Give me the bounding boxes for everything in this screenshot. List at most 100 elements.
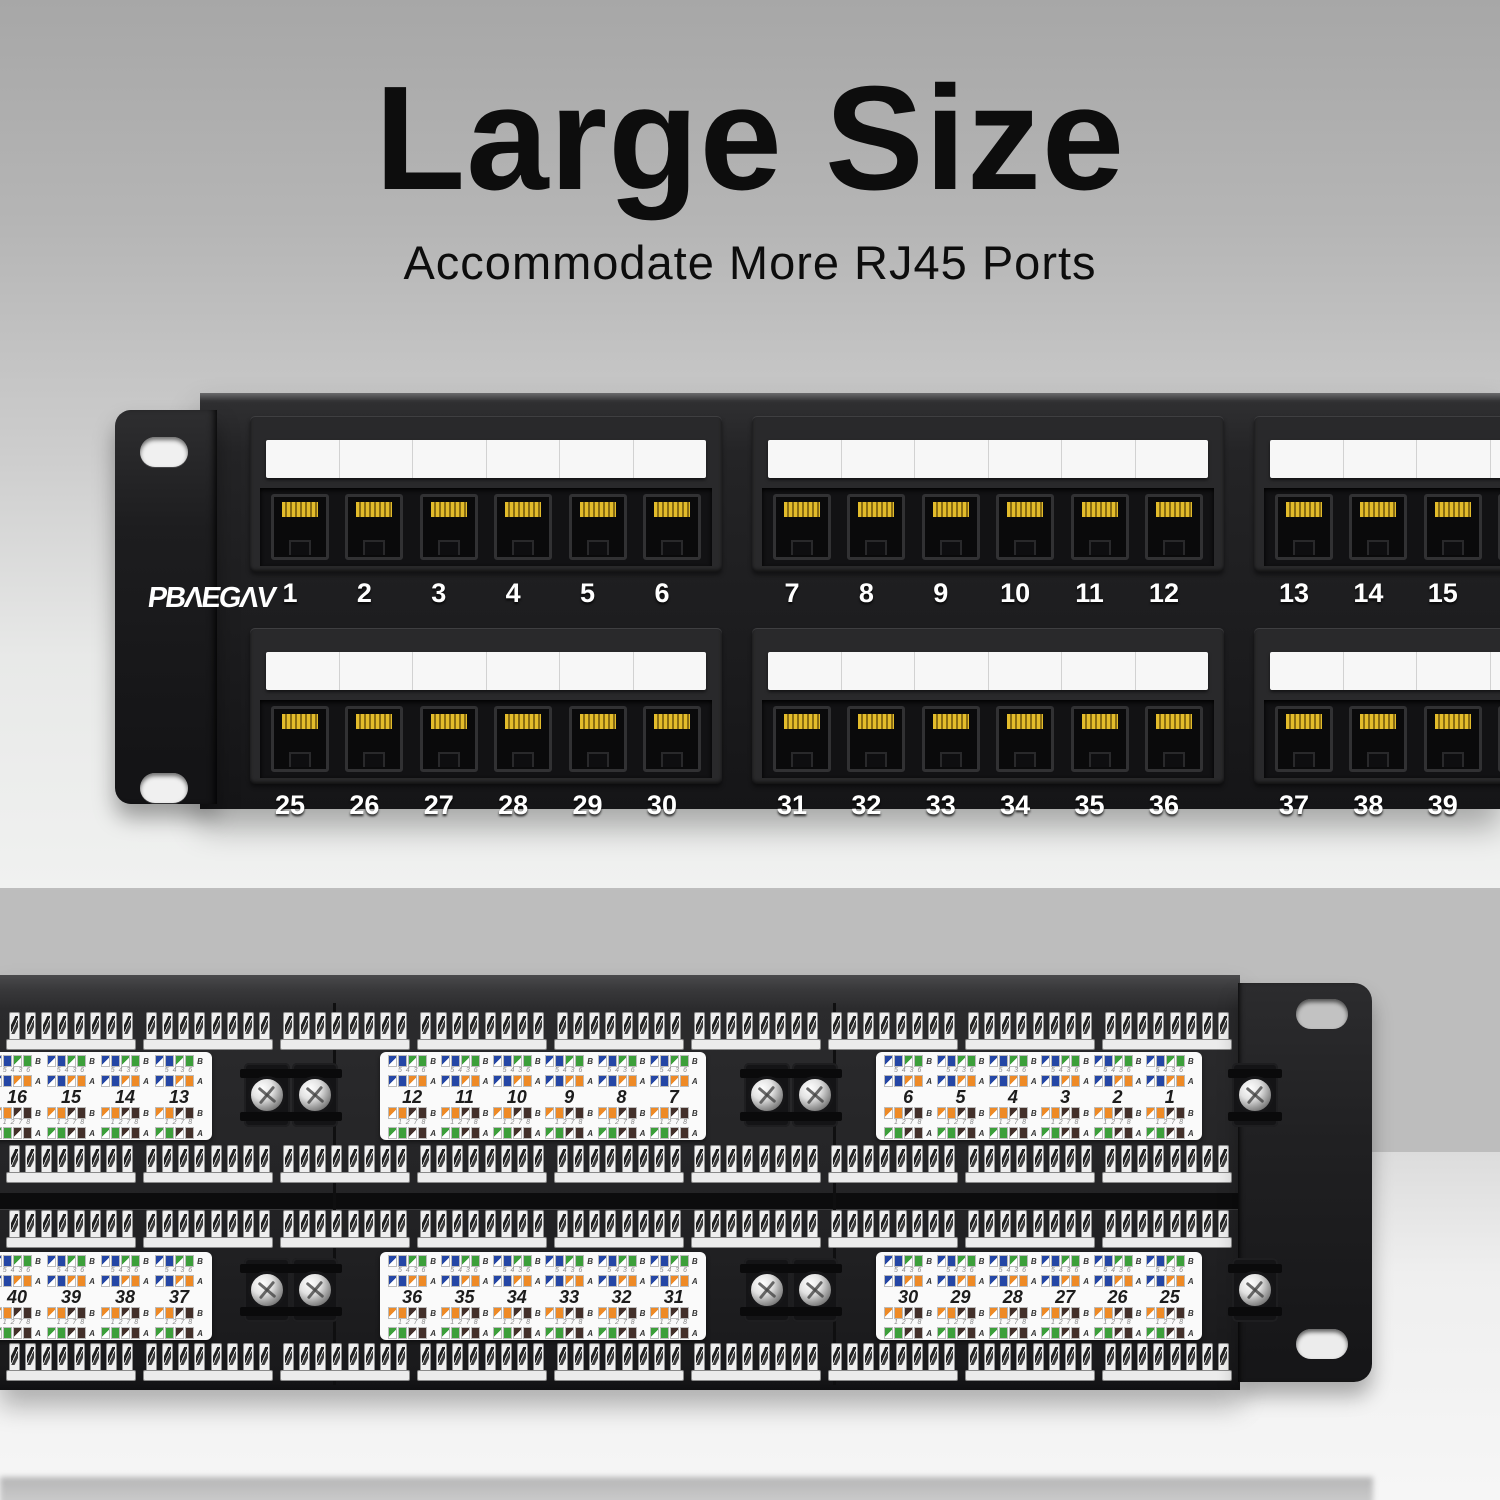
- wire-color-swatch: [131, 1127, 141, 1139]
- wire-color-swatch: [111, 1055, 121, 1067]
- idc-contact: [1105, 1145, 1116, 1173]
- wire-color-swatch: [121, 1127, 131, 1139]
- label-segment: [413, 440, 487, 478]
- idc-contact: [194, 1145, 206, 1173]
- punchdown-block: [1102, 1145, 1232, 1183]
- idc-contact: [1185, 1145, 1197, 1173]
- wiring-scheme-letter: B: [143, 1256, 149, 1266]
- label-segment: [266, 440, 340, 478]
- wire-color-swatch: [669, 1327, 679, 1339]
- port-number: 7: [784, 577, 800, 608]
- wiring-scheme-letter: B: [430, 1256, 437, 1266]
- wire-color-swatch: [1175, 1127, 1185, 1139]
- pin-numbers: 5 4 3 6: [998, 1267, 1028, 1274]
- label-segment: [1062, 440, 1136, 478]
- idc-contact: [984, 1210, 996, 1238]
- idc-contact: [895, 1210, 907, 1238]
- wire-color-swatch: [1071, 1255, 1081, 1267]
- wire-color-row: A: [440, 1327, 488, 1339]
- wire-color-swatch: [627, 1075, 637, 1087]
- wire-color-swatch: [904, 1327, 914, 1339]
- wire-color-swatch: [894, 1275, 904, 1287]
- wire-color-swatch: [1155, 1307, 1165, 1319]
- idc-contact: [242, 1343, 254, 1371]
- port-number: 39: [1427, 789, 1458, 820]
- idc-contact: [726, 1145, 738, 1173]
- idc-contact: [879, 1012, 891, 1040]
- wiring-scheme-letter: B: [1187, 1256, 1194, 1266]
- wire-color-swatch: [904, 1127, 914, 1139]
- punchdown-base: [828, 1039, 958, 1050]
- pin-numbers: 1 2 7 8: [893, 1119, 923, 1126]
- wire-color-swatch: [0, 1055, 3, 1067]
- wiring-scheme-letter: A: [639, 1328, 646, 1338]
- wiring-scheme-letter: A: [587, 1276, 594, 1286]
- wiring-scheme-letter: B: [430, 1056, 437, 1066]
- label-strip: [768, 440, 1208, 478]
- wire-color-swatch: [1155, 1107, 1165, 1119]
- wire-color-swatch: [47, 1307, 57, 1319]
- rear-port-number: 26: [1107, 1287, 1128, 1307]
- idc-contact: [283, 1210, 294, 1238]
- wire-color-swatch: [884, 1307, 894, 1319]
- wire-color-swatch: [1123, 1127, 1133, 1139]
- wire-color-row: B: [597, 1055, 645, 1067]
- idc-contact: [943, 1145, 955, 1173]
- wire-color-swatch: [512, 1127, 522, 1139]
- wire-color-swatch: [3, 1055, 13, 1067]
- wire-color-swatch: [659, 1327, 669, 1339]
- brand-logo: PBΛEGΛV: [145, 582, 277, 614]
- wire-color-swatch: [904, 1307, 914, 1319]
- wire-color-swatch: [607, 1327, 617, 1339]
- wire-color-swatch: [47, 1275, 57, 1287]
- wiring-scheme-letter: A: [1135, 1328, 1142, 1338]
- idc-contact: [653, 1343, 665, 1371]
- wire-color-swatch: [1155, 1055, 1165, 1067]
- wire-color-swatch: [418, 1255, 428, 1267]
- idc-contact: [1048, 1343, 1060, 1371]
- wire-color-swatch: [1123, 1107, 1133, 1119]
- wire-color-swatch: [627, 1327, 637, 1339]
- wire-color-swatch: [470, 1075, 480, 1087]
- idc-contact: [41, 1210, 53, 1238]
- idc-contact: [927, 1210, 939, 1238]
- wire-color-row: B: [0, 1055, 41, 1067]
- idc-contact: [1121, 1210, 1133, 1238]
- wire-color-row: B: [0, 1255, 41, 1267]
- wire-color-row: A: [0, 1327, 41, 1339]
- wire-color-swatch: [936, 1107, 946, 1119]
- wire-color-swatch: [1041, 1127, 1051, 1139]
- wire-color-swatch: [77, 1127, 87, 1139]
- label-segment: [340, 652, 413, 690]
- port-number: 10: [1000, 577, 1031, 608]
- wiring-scheme-letter: A: [1083, 1076, 1090, 1086]
- wire-color-row: B: [1145, 1307, 1194, 1319]
- idc-contact-row: [420, 1012, 544, 1040]
- wire-color-swatch: [884, 1255, 894, 1267]
- idc-contact-row: [9, 1145, 133, 1173]
- wire-color-swatch: [1071, 1055, 1081, 1067]
- wire-color-swatch: [512, 1275, 522, 1287]
- jack-recess: [260, 488, 712, 566]
- punchdown-base: [417, 1237, 547, 1248]
- idc-contact: [863, 1145, 875, 1173]
- idc-contact: [1201, 1145, 1213, 1173]
- wire-color-swatch: [597, 1255, 607, 1267]
- punchdown-block: [280, 1343, 410, 1381]
- idc-contact: [226, 1343, 238, 1371]
- idc-contact-row: [968, 1012, 1092, 1040]
- wiring-scheme-letter: A: [430, 1128, 437, 1138]
- wire-color-row: A: [388, 1075, 436, 1087]
- idc-contact: [694, 1210, 705, 1238]
- punchdown-base: [6, 1237, 136, 1248]
- idc-contact: [1169, 1145, 1181, 1173]
- label-segment: [634, 652, 707, 690]
- wire-color-swatch: [1093, 1127, 1103, 1139]
- idc-contact: [911, 1145, 923, 1173]
- wire-color-swatch: [679, 1107, 689, 1119]
- punchdown-block: [691, 1145, 821, 1183]
